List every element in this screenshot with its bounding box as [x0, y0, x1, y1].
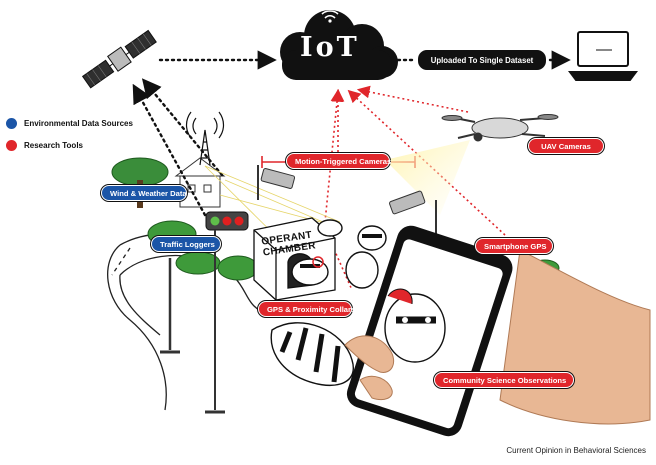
uav-beam — [385, 140, 470, 215]
legend-research-label: Research Tools — [24, 140, 83, 150]
legend-research: Research Tools — [6, 138, 83, 152]
traffic-light — [160, 211, 249, 414]
iot-cloud — [280, 10, 398, 80]
label-uav-cameras: UAV Cameras — [528, 138, 604, 154]
iot-title: IoT — [300, 32, 360, 63]
upload-label: Uploaded To Single Dataset — [418, 50, 546, 70]
legend-environmental-label: Environmental Data Sources — [24, 118, 133, 128]
data-flow-arrows — [132, 50, 571, 217]
legend-red-dot — [6, 139, 17, 151]
laptop-icon — [568, 31, 638, 81]
satellite — [81, 29, 157, 89]
label-gps-collars: GPS & Proximity Collars — [258, 301, 355, 317]
label-smartphone-gps: Smartphone GPS — [475, 238, 553, 254]
legend-blue-dot — [6, 117, 17, 129]
drone — [441, 114, 559, 142]
label-community-science: Community Science Observations — [434, 372, 574, 388]
source-credit: Current Opinion in Behavioral Sciences — [506, 446, 646, 455]
label-traffic-loggers: Traffic Loggers — [151, 236, 221, 252]
raccoons — [270, 219, 387, 386]
label-wind-weather: Wind & Weather Data — [101, 185, 187, 201]
label-motion-cameras: Motion-Triggered Cameras — [286, 153, 391, 169]
legend-environmental: Environmental Data Sources — [6, 116, 133, 130]
